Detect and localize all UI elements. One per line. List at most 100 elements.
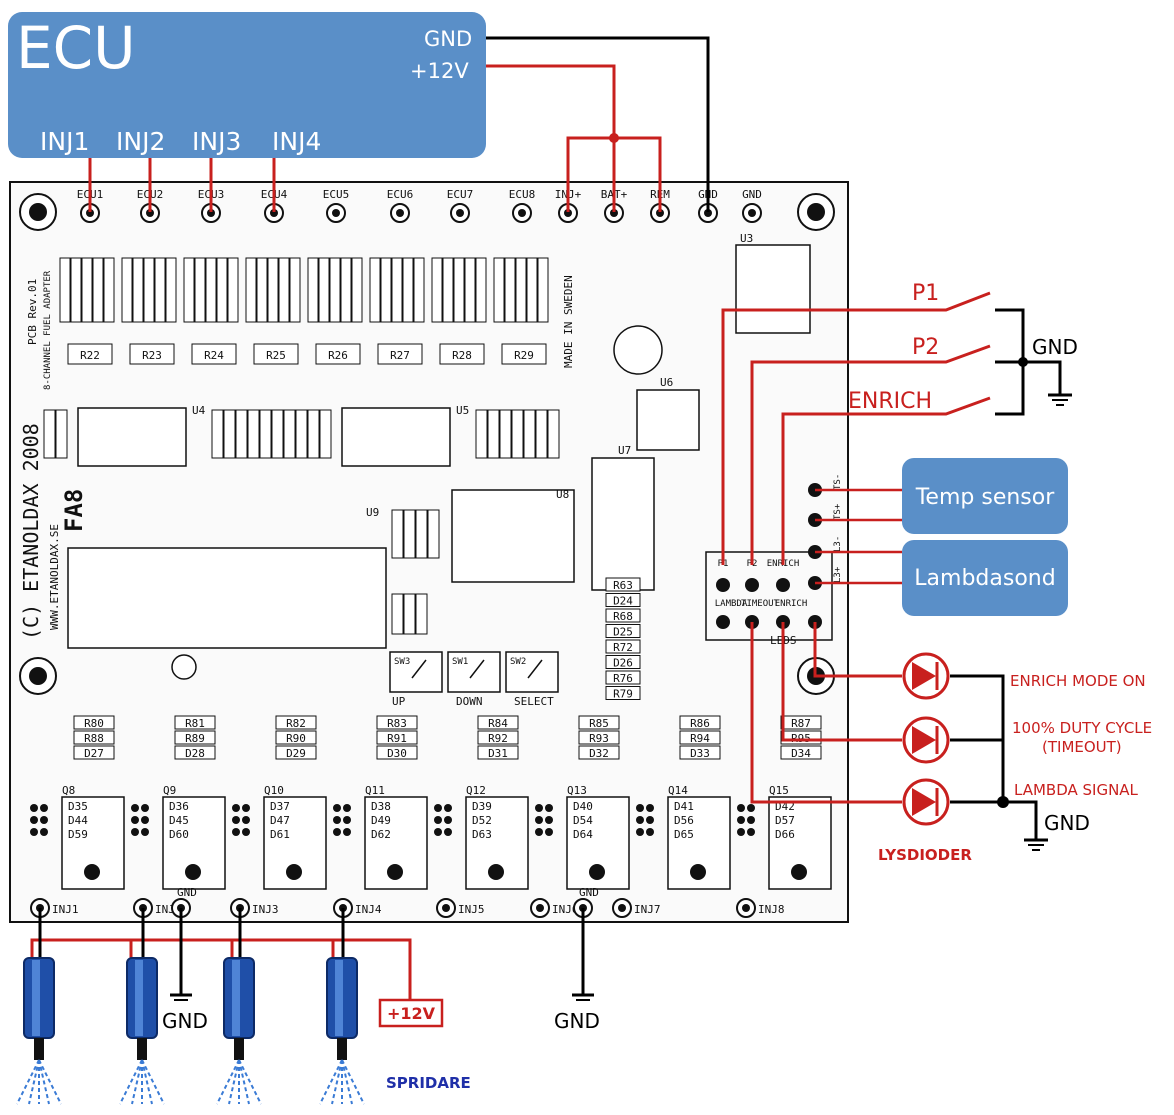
- resistor-label-r25: R25: [266, 349, 286, 362]
- resistor-strip: [194, 257, 206, 323]
- header-pin: [434, 804, 442, 812]
- pad-hole-4: [332, 209, 340, 217]
- header-pin: [131, 804, 139, 812]
- led-wiring: [750, 622, 1048, 851]
- spray-line: [141, 1059, 165, 1105]
- resistor-r24: [191, 343, 237, 365]
- switch-pin-1: [745, 578, 759, 592]
- resistor-strip: [464, 257, 476, 323]
- resistor-label-r85: R85: [589, 717, 609, 730]
- resistor-r23: [129, 343, 175, 365]
- header-pin: [545, 828, 553, 836]
- header-pin: [535, 828, 543, 836]
- spray-line: [331, 1059, 343, 1105]
- resistor-strip: [351, 257, 363, 323]
- header-pin: [232, 816, 240, 824]
- pad-hole-11: [704, 209, 712, 217]
- pad-hole-12: [748, 209, 756, 217]
- mount-hole: [791, 864, 807, 880]
- pad-label-6: ECU7: [447, 188, 474, 201]
- switch-lever: [527, 659, 543, 679]
- middle-resistor-banks: [43, 409, 560, 635]
- temp-sensor-box: [902, 458, 1068, 534]
- enrich-label: ENRICH: [848, 389, 932, 414]
- diode-label-d66: D66: [775, 828, 795, 841]
- p1-label: P1: [912, 281, 939, 306]
- resistor-strip: [526, 257, 538, 323]
- pad-hole-9: [610, 209, 618, 217]
- resistor-r27: [377, 343, 423, 365]
- bottom-pad-label-4: INJ4: [355, 903, 382, 916]
- header-pin: [737, 804, 745, 812]
- copyright-label: (C) ETANOLDAX 2008: [19, 423, 43, 640]
- component-label-d24: D24: [613, 595, 633, 608]
- diode-label-d57: D57: [775, 814, 795, 827]
- resistor-label-r94: R94: [690, 732, 710, 745]
- mount-hole: [589, 864, 605, 880]
- pad-hole-6: [456, 209, 464, 217]
- injector-highlight-0: [32, 960, 40, 1036]
- resistor-strip: [329, 257, 341, 323]
- resistor-r80: [73, 715, 115, 730]
- bottom-pad-label-0: INJ1: [52, 903, 79, 916]
- resistor-label-d30: D30: [387, 747, 407, 760]
- transistor-label-q15: Q15: [769, 784, 789, 797]
- header-pin: [535, 816, 543, 824]
- sensor-pin-label-2: L3-: [833, 536, 843, 552]
- diode-label-d37: D37: [270, 800, 290, 813]
- diode-label-d41: D41: [674, 800, 694, 813]
- resistor-r28: [439, 343, 485, 365]
- header-pin: [343, 828, 351, 836]
- header-pin: [30, 804, 38, 812]
- header-pin: [232, 804, 240, 812]
- spray-line: [119, 1059, 143, 1105]
- resistor-strip: [523, 409, 536, 459]
- resistor-label-d31: D31: [488, 747, 508, 760]
- resistor-strip: [211, 409, 224, 459]
- led-pin-label-0: LAMBDA: [715, 599, 748, 609]
- resistor-strip: [475, 409, 488, 459]
- component-d24: [605, 593, 641, 607]
- resistor-strip: [216, 257, 228, 323]
- switch-lever: [411, 659, 427, 679]
- resistor-r91: [376, 730, 418, 745]
- lysdioder-caption: LYSDIODER: [878, 846, 972, 864]
- bottom-pad-hole-5: [442, 904, 450, 912]
- resistor-strip: [403, 509, 416, 559]
- injector-highlight-1: [135, 960, 143, 1036]
- header-pin: [636, 804, 644, 812]
- resistor-label-d29: D29: [286, 747, 306, 760]
- diode-label-d60: D60: [169, 828, 189, 841]
- sensor-pin-label-1: TS+: [833, 503, 843, 520]
- resistor-d28: [174, 745, 216, 760]
- mount-hole: [84, 864, 100, 880]
- resistor-label-r82: R82: [286, 717, 306, 730]
- button-id-select: SW2: [510, 657, 526, 667]
- resistor-strip: [132, 257, 144, 323]
- diode-label-d45: D45: [169, 814, 189, 827]
- resistor-strip: [427, 509, 440, 559]
- bottom-pad-label-9: INJ8: [758, 903, 785, 916]
- ecu-box: [8, 12, 486, 158]
- spray-line: [38, 1059, 62, 1105]
- diode-label-d35: D35: [68, 800, 88, 813]
- resistor-strip: [103, 257, 115, 323]
- injector-nozzle-1: [137, 1038, 147, 1060]
- resistor-strip: [165, 257, 177, 323]
- resistor-r87: [780, 715, 822, 730]
- pad-hole-2: [207, 209, 215, 217]
- resistor-strip: [547, 409, 560, 459]
- led-pin-0: [716, 615, 730, 629]
- component-r68: [605, 608, 641, 623]
- bottom-pad-hole-9: [742, 904, 750, 912]
- transistor-label-q10: Q10: [264, 784, 284, 797]
- button-up: [389, 651, 443, 693]
- resistor-d31: [477, 745, 519, 760]
- header-pin: [40, 828, 48, 836]
- component-label-d25: D25: [613, 626, 633, 639]
- header-pin: [636, 816, 644, 824]
- resistor-strip: [307, 409, 320, 459]
- resistor-strip: [205, 257, 217, 323]
- ic-label-u5: U5: [456, 404, 469, 417]
- header-pin: [343, 804, 351, 812]
